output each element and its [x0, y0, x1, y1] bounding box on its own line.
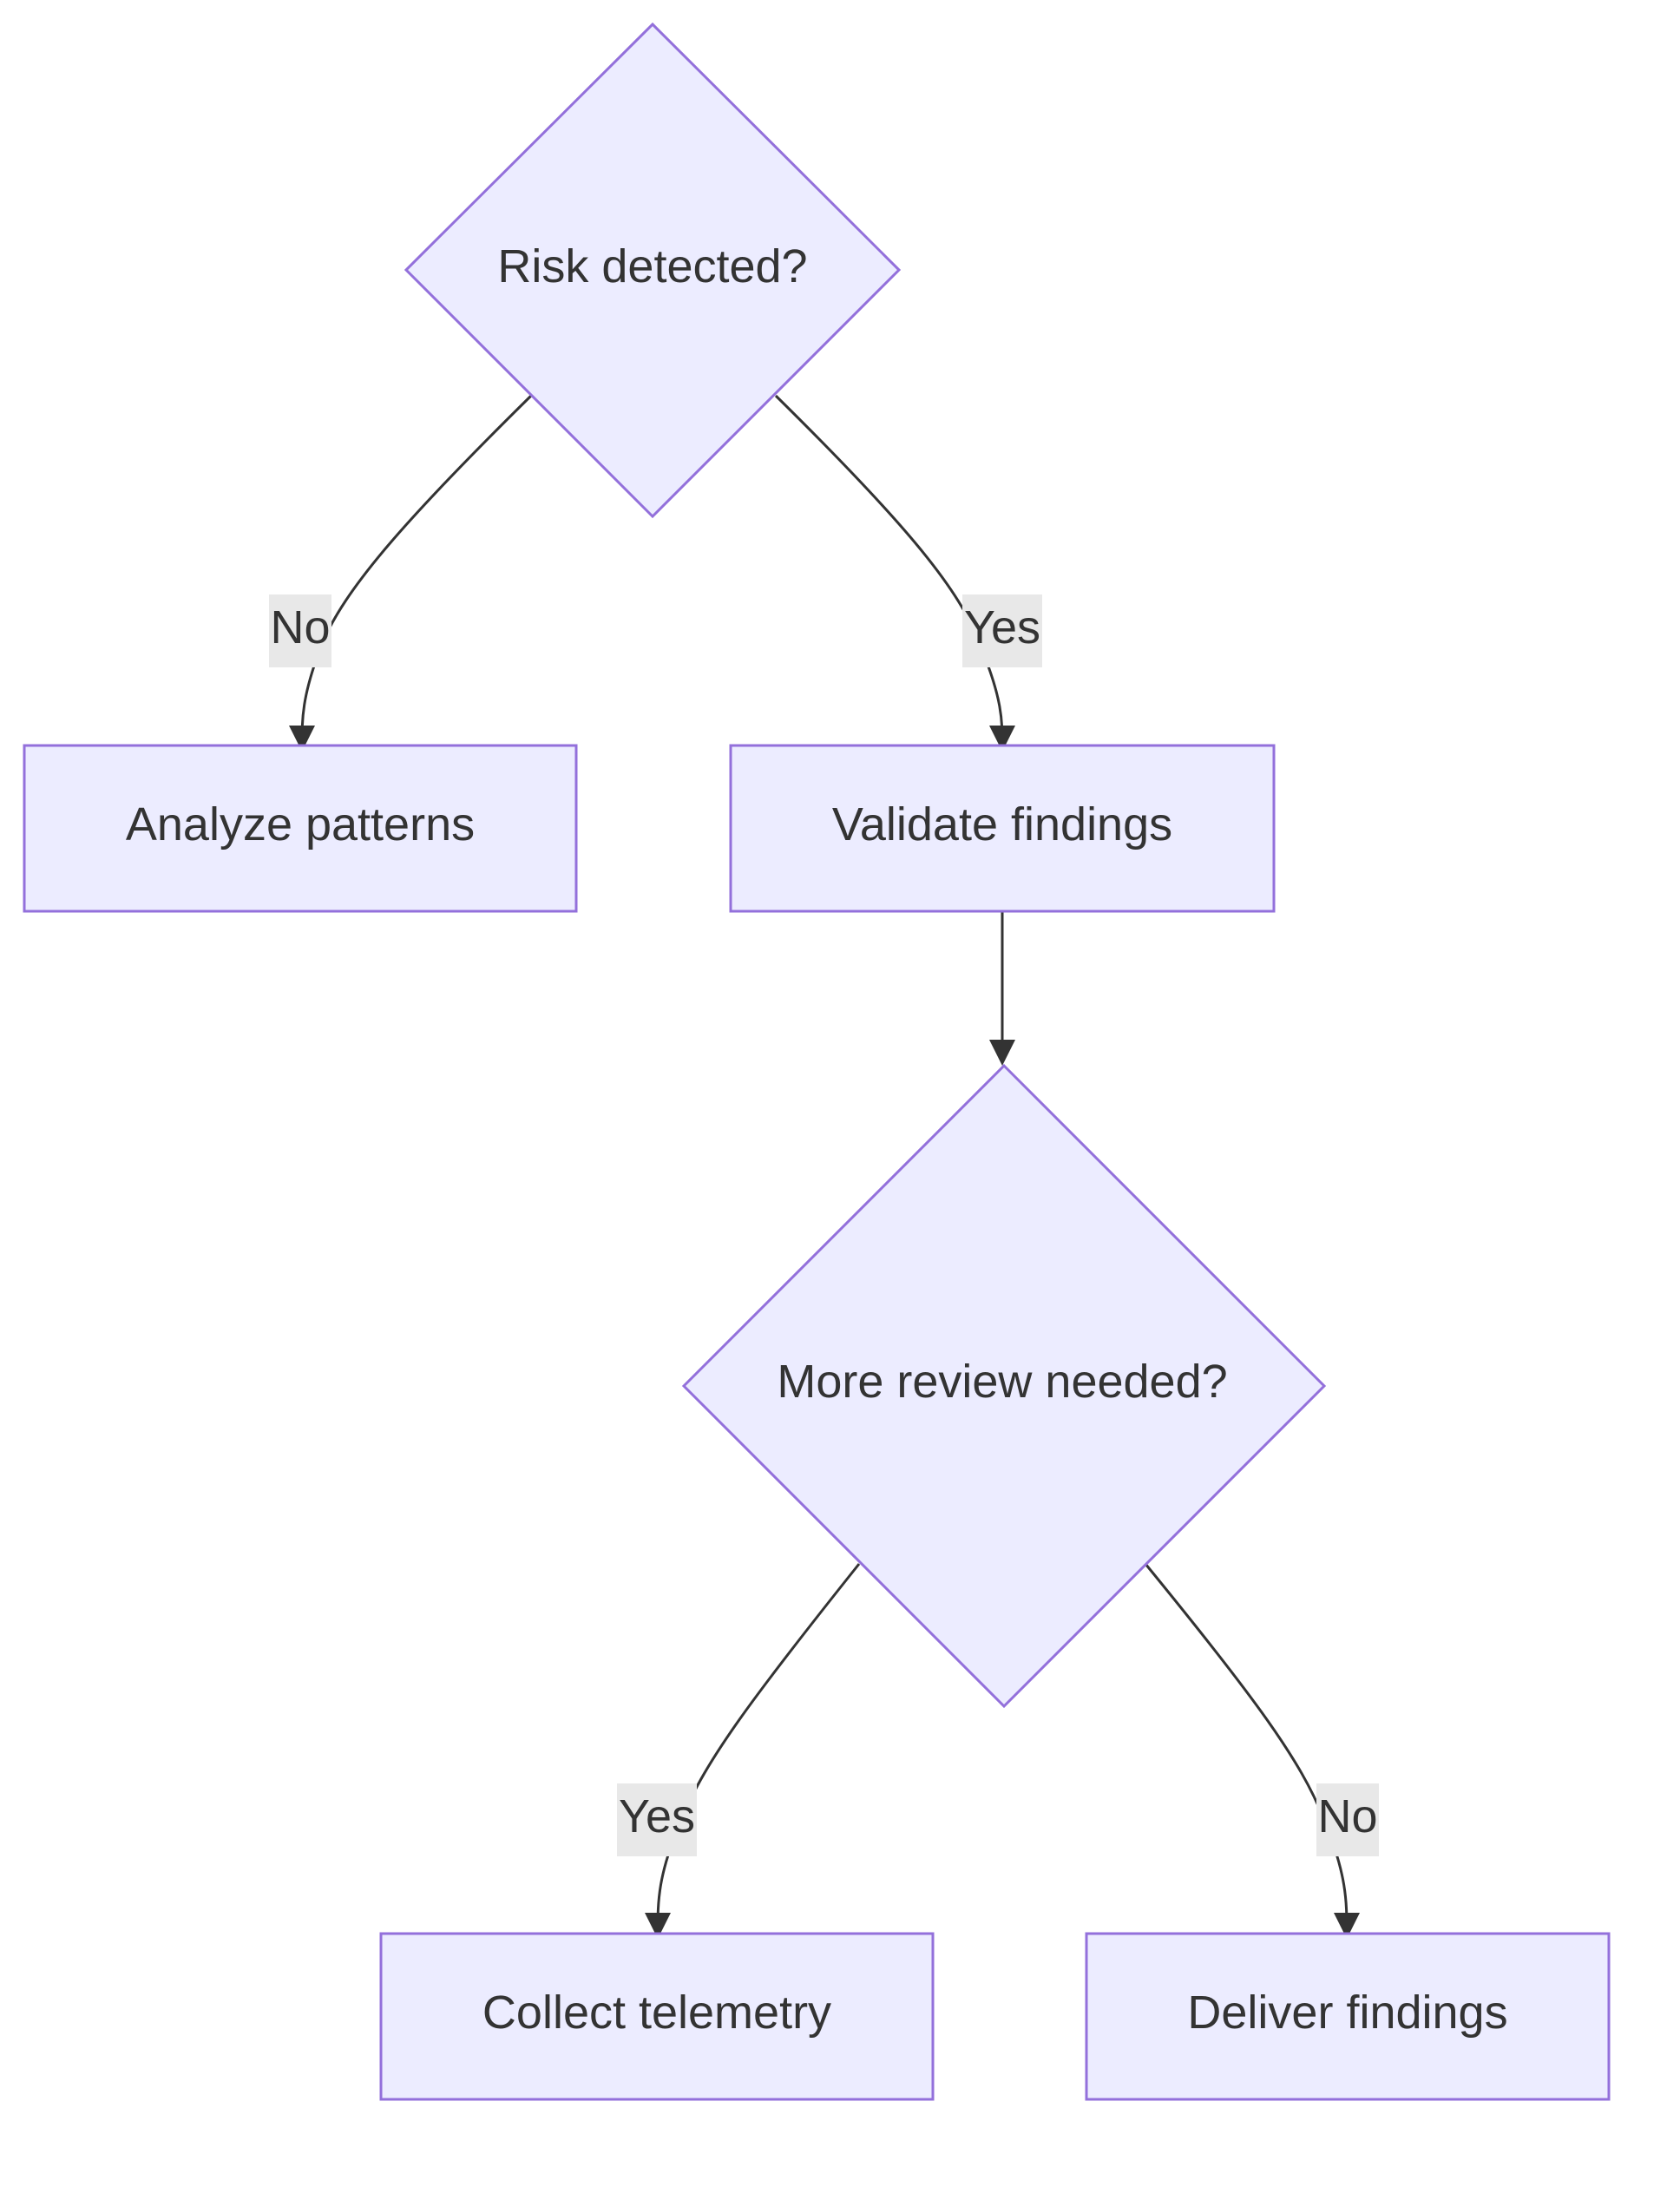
edge-labels: No Yes Yes No [269, 594, 1379, 1856]
edge-label-bg [1316, 1783, 1379, 1856]
node-label: Deliver findings [1187, 1987, 1507, 2039]
edge-label-risk-analyze: No [269, 594, 331, 667]
edge-label-text: No [270, 601, 330, 653]
process-box [23, 744, 578, 913]
edge-label-bg [617, 1783, 697, 1856]
node-deliver-findings[interactable]: Deliver findings [1085, 1932, 1611, 2101]
edge-review-to-collect [656, 1563, 861, 1934]
arrowhead-risk-to-validate [989, 726, 1015, 752]
edge-label-risk-validate: Yes [962, 594, 1042, 667]
process-box [379, 1932, 935, 2101]
node-more-review-needed[interactable]: More review needed? [681, 1063, 1327, 1709]
node-label: Collect telemetry [482, 1987, 831, 2039]
process-box [1085, 1932, 1611, 2101]
decision-diamond [404, 22, 902, 519]
edge-label-bg [269, 594, 331, 667]
process-box [729, 744, 1276, 913]
node-validate-findings[interactable]: Validate findings [729, 744, 1276, 913]
edge-label-text: Yes [619, 1790, 695, 1842]
node-label: Risk detected? [497, 240, 807, 292]
edge-review-to-deliver [1144, 1563, 1349, 1934]
arrowhead-validate-to-review [989, 1040, 1015, 1066]
node-label: Analyze patterns [126, 798, 475, 850]
edge-risk-to-validate [774, 394, 1004, 747]
edge-label-text: Yes [964, 601, 1040, 653]
node-risk-detected[interactable]: Risk detected? [404, 22, 902, 519]
edges [289, 394, 1360, 1939]
node-collect-telemetry[interactable]: Collect telemetry [379, 1932, 935, 2101]
node-label: Validate findings [832, 798, 1172, 850]
edge-label-review-deliver: No [1316, 1783, 1379, 1856]
edge-label-text: No [1317, 1790, 1377, 1842]
nodes: Risk detected? Analyze patterns Validate… [23, 22, 1611, 2101]
edge-label-bg [962, 594, 1042, 667]
arrowhead-review-to-collect [645, 1913, 671, 1939]
arrowhead-review-to-deliver [1334, 1913, 1360, 1939]
node-label: More review needed? [777, 1356, 1227, 1408]
edge-risk-to-analyze [300, 394, 533, 747]
decision-diamond [681, 1063, 1327, 1709]
node-analyze-patterns[interactable]: Analyze patterns [23, 744, 578, 913]
arrowhead-risk-to-analyze [289, 726, 315, 752]
edge-label-review-collect: Yes [617, 1783, 697, 1856]
